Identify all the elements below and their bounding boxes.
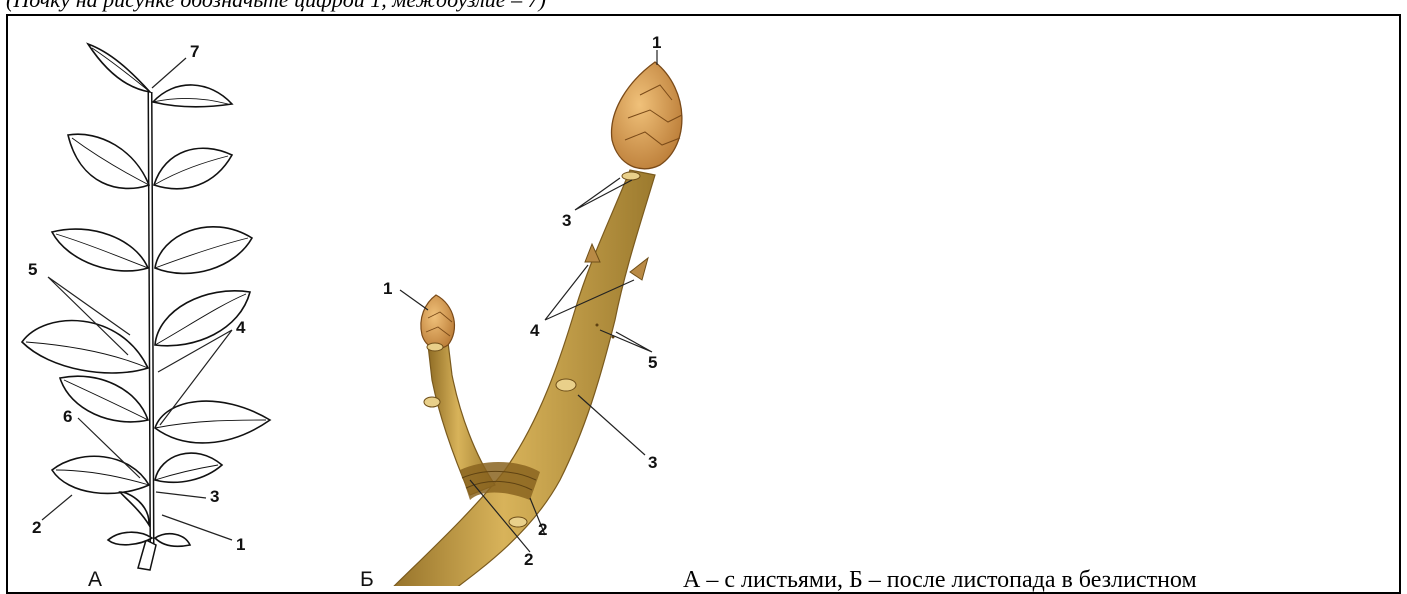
bottom-caption: А – с листьями, Б – после листопада в бе… xyxy=(683,567,1197,594)
leaf-a-6 xyxy=(155,227,252,274)
panel-b-label-3-bottom: 3 xyxy=(648,453,657,472)
leaf-a-7 xyxy=(22,321,148,373)
leaf-a-3 xyxy=(68,134,149,188)
lateral-bud-2 xyxy=(630,258,648,280)
panel-a-label-2: 2 xyxy=(32,518,41,537)
panel-a-label-4: 4 xyxy=(236,318,246,337)
terminal-bud-side xyxy=(421,295,455,348)
panel-a-label-1: 1 xyxy=(236,535,245,554)
panel-b-label-4: 4 xyxy=(530,321,540,340)
leaf-scar-3 xyxy=(509,517,527,527)
leaf-a-2 xyxy=(153,85,232,107)
panel-a-drawing xyxy=(22,44,270,570)
panel-a-label-7: 7 xyxy=(190,42,199,61)
panel-a-label-5: 5 xyxy=(28,260,37,279)
leaf-a-4 xyxy=(154,148,232,189)
panel-b-label-2-right: 2 xyxy=(538,520,547,539)
panel-b-label-5: 5 xyxy=(648,353,657,372)
panel-a-letter: А xyxy=(88,568,102,586)
panel-a-label-3: 3 xyxy=(210,487,219,506)
panel-b-label-1-main: 1 xyxy=(652,33,661,52)
leaf-a-5 xyxy=(52,229,148,271)
leaf-scar-2 xyxy=(424,397,440,407)
panel-b-label-1-side: 1 xyxy=(383,279,392,298)
leaf-scar-1 xyxy=(556,379,576,391)
panel-b-drawing xyxy=(380,50,682,586)
terminal-bud-main xyxy=(612,62,682,169)
leaf-a-10 xyxy=(155,401,270,443)
leaf-a-13 xyxy=(120,492,149,525)
panel-a-label-6: 6 xyxy=(63,407,72,426)
leaf-a-11 xyxy=(52,456,149,493)
leaf-scar-5 xyxy=(427,343,443,351)
panel-b-letter: Б xyxy=(360,568,374,586)
leaf-a-15 xyxy=(155,534,190,547)
panel-b-label-3-top: 3 xyxy=(562,211,571,230)
panel-b-label-2-left: 2 xyxy=(524,550,533,569)
leaf-a-12 xyxy=(155,453,222,482)
leaf-scar-4 xyxy=(622,172,640,180)
